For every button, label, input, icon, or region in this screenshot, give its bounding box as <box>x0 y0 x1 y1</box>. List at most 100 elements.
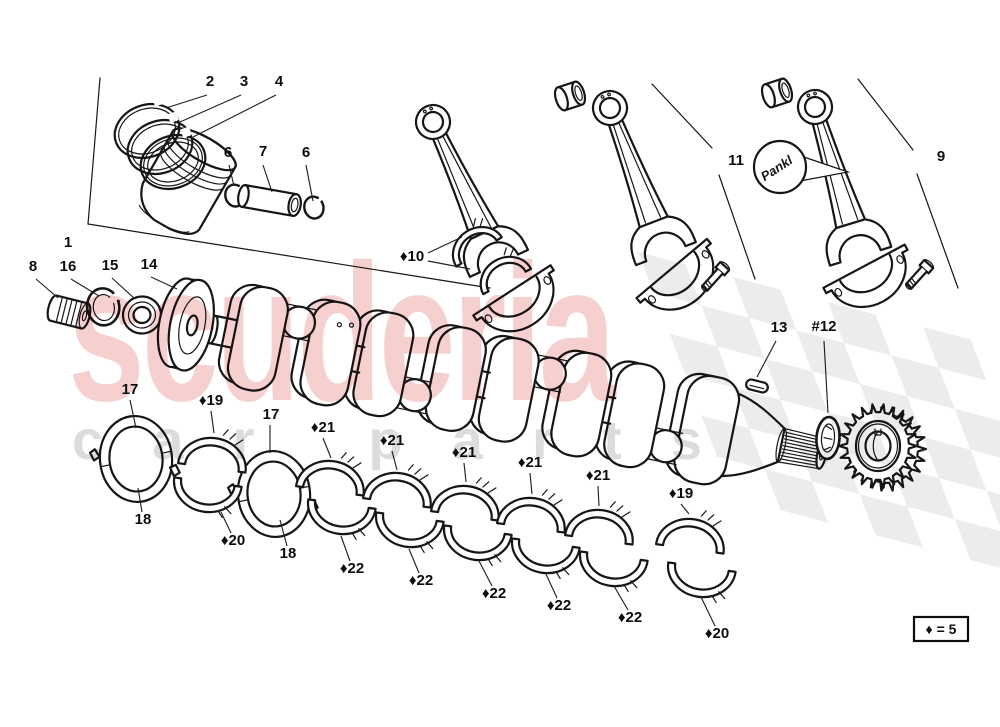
part-callout-shell-upper-19b: ♦19 <box>669 485 693 502</box>
bolt-threads <box>905 277 917 290</box>
leader-line <box>70 278 100 297</box>
part-callout-shell-lower-22a: ♦22 <box>340 560 364 577</box>
main-bearing-shell-upper <box>362 464 432 509</box>
bushing-end <box>760 83 776 109</box>
crank-web <box>550 351 613 458</box>
main-bearing-shell-lower <box>374 511 445 554</box>
leader-line <box>700 596 716 627</box>
artwork-shape <box>912 615 970 643</box>
front-disc <box>167 278 215 372</box>
shell-body <box>374 511 445 549</box>
leader-line <box>545 573 558 599</box>
small-end-bore <box>421 110 445 134</box>
leader-line <box>613 585 629 611</box>
pin-circlip-right <box>303 195 325 220</box>
shell-body <box>451 225 503 268</box>
artwork-shape <box>121 295 163 335</box>
rod-bolt <box>904 258 935 290</box>
artwork-shape <box>290 197 299 213</box>
oil-hole <box>813 91 817 96</box>
bolt-head <box>714 260 731 277</box>
artwork-shape <box>152 95 164 107</box>
artwork-shape <box>143 137 203 187</box>
disc-hub <box>185 314 199 337</box>
main-bearing-shell-upper <box>177 429 247 474</box>
crank-web <box>352 311 415 418</box>
artwork-shape <box>116 299 120 303</box>
shell-body <box>655 517 725 555</box>
leader-line <box>179 94 242 123</box>
artwork-shape <box>303 195 325 220</box>
part-callout-thrust-lower-2: 18 <box>280 545 297 562</box>
sprocket-bore <box>864 430 892 462</box>
part-callout-clip-left: 6 <box>224 144 232 161</box>
part-callout-shell-lower-20a: ♦20 <box>221 532 245 549</box>
bushing-ring-drawing <box>121 295 163 335</box>
shell-hatch <box>475 477 497 494</box>
part-callout-thrust-upper-2: 17 <box>263 406 280 423</box>
artwork-shape <box>237 183 250 208</box>
shell-hatch <box>503 247 515 257</box>
part-callout-front-disc: 14 <box>141 256 158 273</box>
piston-drawing <box>138 127 237 235</box>
shell-hatch <box>555 567 570 580</box>
shell-hatch <box>217 506 232 519</box>
part-callout-clip-right: 6 <box>302 144 310 161</box>
part-callout-piston-pin: 7 <box>259 143 267 160</box>
bolt-hole <box>543 276 552 285</box>
rod-big-end <box>462 225 530 279</box>
shell-hatch <box>419 541 434 554</box>
disc-inner <box>178 296 207 355</box>
part-callout-thrust-lower-1: 18 <box>135 511 152 528</box>
cap-seat <box>488 275 541 318</box>
shell-body <box>666 561 737 599</box>
leader-line <box>165 94 208 109</box>
head-top <box>923 259 935 269</box>
shell-hatch <box>473 217 484 227</box>
crank-web <box>603 362 666 469</box>
part-callout-ring-mid: 3 <box>240 73 248 90</box>
woodruff-key-drawing <box>745 378 769 394</box>
shell-hatch <box>541 489 563 506</box>
shell-body <box>362 471 432 509</box>
shell-hatch <box>407 464 429 481</box>
artwork-shape <box>147 141 199 183</box>
oil-hole <box>607 92 611 97</box>
shell-body <box>442 524 513 562</box>
shell-body <box>496 496 566 534</box>
rod-cap <box>472 264 555 333</box>
shell-body <box>306 498 377 536</box>
leader-line <box>408 548 420 574</box>
bolt-threads <box>701 279 713 292</box>
artwork-shape <box>92 294 115 322</box>
rod-bolt <box>700 260 731 292</box>
legend-box: ♦ = 5 <box>912 615 970 643</box>
part-callout-woodruff-key: 13 <box>771 319 788 336</box>
leader-line <box>111 277 136 300</box>
shell-hatch <box>487 554 502 567</box>
small-end-bushing <box>760 77 794 109</box>
bushing-end <box>571 80 587 106</box>
part-callout-shell-upper-21d: ♦21 <box>518 454 542 471</box>
oil-hole <box>806 93 811 98</box>
shell-hatch <box>340 452 362 469</box>
leader-line <box>529 472 533 495</box>
leader-line <box>305 164 314 202</box>
shank-ibeam <box>816 122 859 225</box>
ring-inner <box>246 460 302 528</box>
leader-line <box>279 519 288 547</box>
artwork-shape <box>316 196 319 200</box>
bushing-end <box>778 77 794 103</box>
rod-small-end <box>591 89 629 127</box>
bushing-bore <box>574 85 583 102</box>
part-callout-bushing-ring: 15 <box>102 257 119 274</box>
shell-hatch <box>711 591 726 604</box>
leader-line <box>210 410 215 434</box>
leader-line <box>228 164 235 187</box>
part-callout-plug: 8 <box>29 258 37 275</box>
head-top <box>719 261 731 271</box>
crank-web <box>477 336 540 443</box>
